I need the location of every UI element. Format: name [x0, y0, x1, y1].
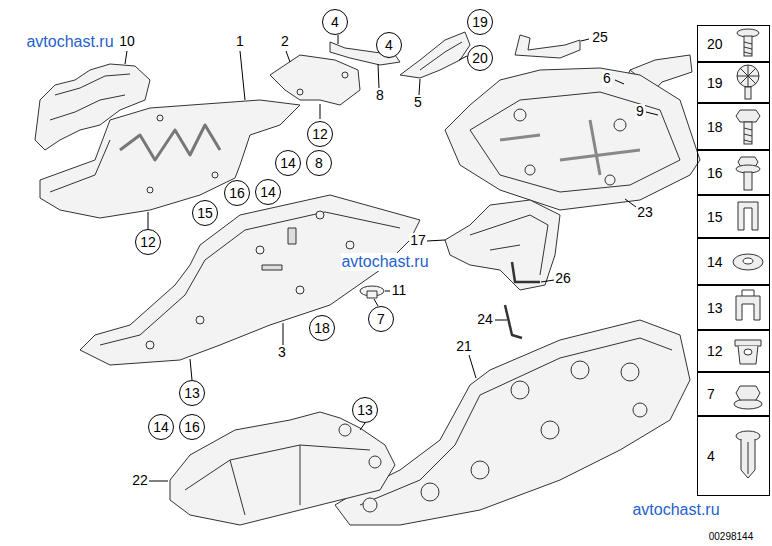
callout-number: 14 — [260, 185, 276, 199]
fastener-box: 16 — [697, 150, 770, 195]
callout-circle: 16 — [224, 180, 250, 206]
fastener-box: 13 — [697, 285, 770, 330]
callout-number: 22 — [131, 473, 149, 488]
fastener-box: 19 — [697, 62, 770, 103]
callout-number: 15 — [707, 210, 723, 224]
watermark: avtochast.ru — [632, 501, 719, 519]
callout-number: 16 — [707, 166, 723, 180]
callout-circle: 15 — [192, 200, 218, 226]
callout-number: 14 — [280, 156, 296, 170]
callout-number: 1 — [235, 34, 245, 49]
callout-number: 14 — [153, 420, 169, 434]
callout-circle: 19 — [467, 9, 493, 35]
watermark: avtochast.ru — [26, 33, 113, 51]
callout-number: 18 — [707, 120, 723, 134]
callout-number: 20 — [472, 51, 488, 65]
callout-number: 16 — [184, 420, 200, 434]
callout-number: 17 — [409, 233, 427, 248]
callout-number: 13 — [707, 301, 723, 315]
callout-number: 20 — [707, 37, 723, 51]
fastener-box: 12 — [697, 330, 770, 372]
callout-number: 6 — [602, 71, 612, 86]
callout-circle: 12 — [307, 121, 333, 147]
callout-number: 7 — [377, 312, 385, 326]
callout-number: 25 — [591, 30, 609, 45]
callout-circle: 8 — [306, 150, 332, 176]
callout-circle: 16 — [179, 414, 205, 440]
callout-number: 2 — [280, 34, 290, 49]
callout-number: 8 — [315, 156, 323, 170]
callout-number: 26 — [554, 271, 572, 286]
callout-number: 19 — [707, 76, 723, 90]
callout-circle: 4 — [376, 32, 402, 58]
fastener-box: 18 — [697, 103, 770, 150]
callout-number: 11 — [391, 283, 408, 298]
callout-circle: 4 — [322, 9, 348, 35]
watermark: avtochast.ru — [341, 253, 428, 271]
callout-number: 14 — [707, 255, 723, 269]
callout-number: 5 — [413, 95, 423, 110]
callout-number: 3 — [277, 345, 287, 360]
callout-number: 10 — [118, 34, 136, 49]
callout-number: 9 — [635, 104, 645, 119]
fastener-box: 20 — [697, 25, 770, 62]
callout-number: 13 — [184, 386, 200, 400]
callout-number: 15 — [197, 206, 213, 220]
callout-number: 19 — [472, 15, 488, 29]
callout-number: 12 — [140, 235, 156, 249]
fastener-box: 4 — [697, 416, 770, 496]
callout-number: 4 — [331, 15, 339, 29]
fastener-box: 15 — [697, 195, 770, 238]
callout-number: 12 — [312, 127, 328, 141]
callout-number: 16 — [229, 186, 245, 200]
callout-number: 8 — [375, 88, 385, 103]
callout-number: 21 — [455, 339, 473, 354]
callout-circle: 20 — [467, 45, 493, 71]
callout-circle: 14 — [275, 150, 301, 176]
fastener-box: 14 — [697, 238, 770, 285]
callout-circle: 14 — [255, 179, 281, 205]
diagram-number: 00298144 — [709, 531, 754, 542]
callout-circle: 14 — [148, 414, 174, 440]
callout-number: 4 — [385, 38, 393, 52]
callout-circle: 7 — [368, 306, 394, 332]
callout-number: 13 — [357, 403, 373, 417]
callout-circle: 18 — [309, 315, 335, 341]
callout-circle: 12 — [135, 229, 161, 255]
fastener-box: 7 — [697, 372, 770, 416]
callout-number: 23 — [636, 205, 654, 220]
callout-number: 24 — [476, 312, 494, 327]
callout-circle: 13 — [179, 380, 205, 406]
callout-number: 7 — [707, 387, 715, 401]
callout-number: 4 — [707, 449, 715, 463]
callout-circle: 13 — [352, 397, 378, 423]
callout-number: 12 — [707, 344, 723, 358]
callout-number: 18 — [314, 321, 330, 335]
